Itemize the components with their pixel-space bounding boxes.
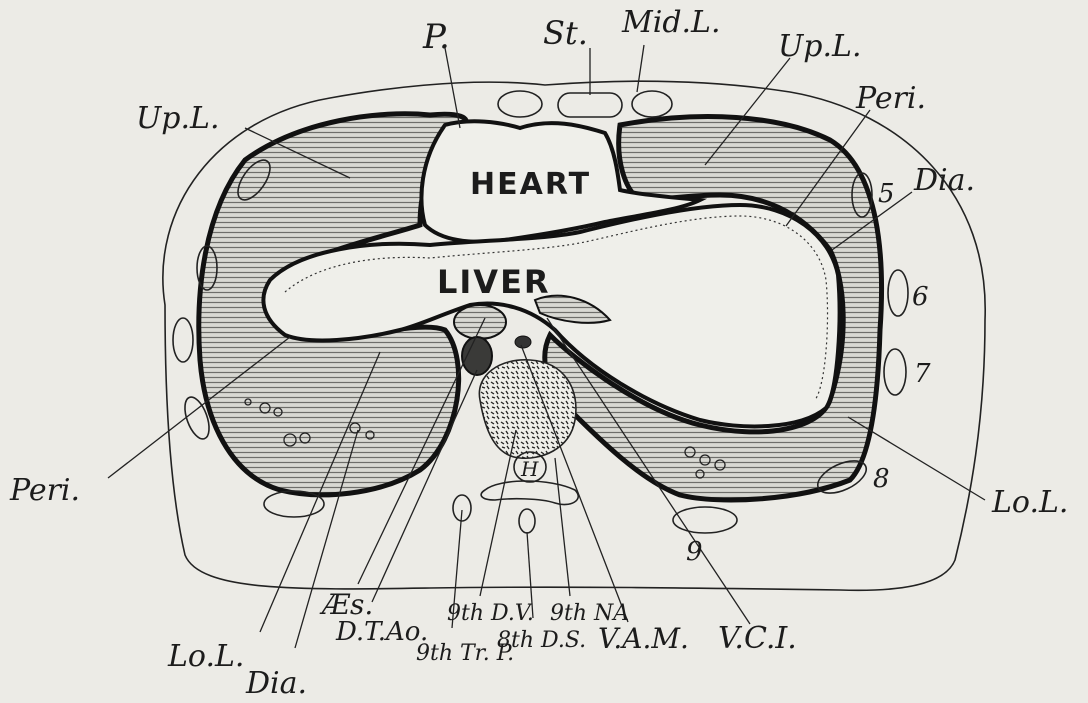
rib-oval-9 [673,507,737,533]
rib-oval-6 [888,270,908,316]
azygos-vein [515,336,531,348]
vertebral-body [479,360,576,458]
label-vam: V.A.M. [598,622,689,655]
label-rib-9: 9 [686,537,703,567]
label-vci: V.C.I. [718,621,797,656]
label-rib-8: 8 [873,464,890,494]
label-up-l-left: Up.L. [136,101,219,136]
rib-oval-7 [884,349,906,395]
label-mid-l: Mid.L. [621,5,721,40]
nerve-oval-small [519,509,535,533]
rib-oval [173,318,193,362]
label-liver: LIVER [437,263,551,301]
label-peri-left: Peri. [9,473,80,508]
label-rib-5: 5 [878,179,895,209]
label-st: St. [543,14,588,52]
label-rib-6: 6 [912,282,929,312]
label-rib-7: 7 [914,359,931,389]
label-dt-ao: D.T.Ao. [335,617,428,647]
spinous-process [481,481,578,505]
label-dv: 9th D.V. [447,601,534,626]
costal-cartilage-right [498,91,542,117]
sternum [558,93,622,117]
label-h: H [520,457,539,481]
label-up-l-right: Up.L. [778,29,861,64]
costal-cartilage-left [632,91,672,117]
label-dia-left: Dia. [245,666,307,701]
label-peri-right: Peri. [855,81,926,116]
label-lo-l-left: Lo.L. [167,639,244,674]
label-lo-l-right: Lo.L. [991,485,1068,520]
label-dia-right: Dia. [913,163,975,198]
label-heart: HEART [470,167,591,202]
label-p: P. [422,17,450,57]
label-ds: 8th D.S. [497,628,586,653]
oesophagus [454,305,506,339]
